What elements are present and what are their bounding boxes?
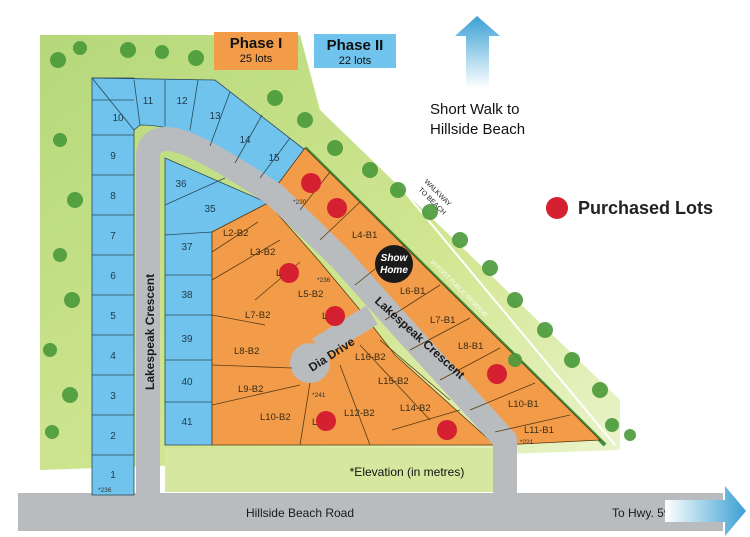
- purchased-marker: [437, 420, 457, 440]
- lot-label: L2-B2: [223, 228, 248, 239]
- legend-marker-icon: [546, 197, 568, 219]
- lot-label: L8-B1: [458, 341, 483, 352]
- hillside-beach-road: [18, 493, 723, 531]
- phase1-title: Phase I: [229, 35, 283, 52]
- purchased-lot-letters: L L L: [276, 268, 327, 428]
- lot-label: 39: [181, 334, 193, 345]
- lot-label: L16-B2: [355, 352, 386, 363]
- lot-label: L4-B1: [352, 230, 377, 241]
- purchased-markers: [279, 173, 507, 440]
- lot-label: L7-B2: [245, 310, 270, 321]
- lot-label: L3-B2: [250, 247, 275, 258]
- legend-label: Purchased Lots: [578, 197, 714, 218]
- lot-lines: [92, 79, 291, 456]
- lot-label: 37: [181, 242, 193, 253]
- lot-label: L12-B2: [344, 408, 375, 419]
- lot-label: 41: [181, 417, 193, 428]
- phase2-west-block: [91, 77, 135, 496]
- legend: Purchased Lots: [546, 196, 713, 220]
- phase1-lots: 25 lots: [239, 53, 273, 65]
- walkway-line: [359, 77, 661, 371]
- elevation-labels: *236 *230 *236 *241 *221: [98, 199, 534, 494]
- lot-label: 38: [181, 290, 193, 301]
- lot-label: 40: [181, 377, 193, 388]
- purchased-marker: [316, 411, 336, 431]
- phase2-box: Phase II 22 lots: [312, 32, 398, 70]
- lot-label: L: [312, 417, 317, 428]
- phase2-title: Phase II: [326, 37, 384, 54]
- dia-drive-cul-de-sac: [290, 343, 330, 383]
- lot-label: 36: [175, 179, 187, 190]
- show-home-line1: Show: [381, 253, 409, 264]
- purchased-marker: [279, 263, 299, 283]
- beach-direction-line2: Hillside Beach: [430, 121, 526, 138]
- reserve-line: [319, 89, 616, 446]
- elevation-label: *236: [98, 487, 112, 494]
- elevation-label: *241: [312, 392, 326, 399]
- lot-label: 1: [110, 470, 116, 481]
- purchased-marker: [487, 364, 507, 384]
- lot-label: 3: [110, 391, 116, 402]
- lot-label: L: [322, 311, 327, 322]
- beach-direction-line1: Short Walk to: [430, 101, 520, 118]
- elevation-label: *230: [293, 199, 307, 206]
- beach-direction-note: Short Walk to Hillside Beach: [430, 100, 525, 140]
- lot-label: 8: [110, 191, 116, 202]
- lot-label: L10-B1: [508, 399, 539, 410]
- lot-label: 12: [176, 96, 188, 107]
- lot-label: 7: [110, 231, 116, 242]
- lot-label: L10-B2: [260, 412, 291, 423]
- lot-label: L6-B1: [400, 286, 425, 297]
- lot-label: L8-B2: [234, 346, 259, 357]
- phase1-box: Phase I 25 lots: [214, 32, 298, 70]
- lot-label: 6: [110, 271, 116, 282]
- purchased-marker: [325, 306, 345, 326]
- lot-label: L14-B2: [400, 403, 431, 414]
- lot-label: 13: [209, 111, 221, 122]
- lot-label: 14: [239, 135, 251, 146]
- road-label-highway: To Hwy. 59: [612, 506, 671, 520]
- lot-label: L7-B1: [430, 315, 455, 326]
- elevation-note: *Elevation (in metres): [350, 465, 465, 479]
- lot-label: 35: [204, 204, 216, 215]
- road-label-hillside: Hillside Beach Road: [246, 506, 354, 520]
- trees: [43, 41, 636, 441]
- lot-label: 10: [112, 113, 124, 124]
- purchased-marker: [301, 173, 321, 193]
- lot-label: 5: [110, 311, 116, 322]
- purchased-marker: [327, 198, 347, 218]
- east-arrow-icon: [665, 486, 746, 536]
- lot-label: 15: [268, 153, 280, 164]
- elevation-label: *236: [317, 277, 331, 284]
- lot-label: 2: [110, 431, 116, 442]
- lakespeak-crescent-road: [136, 127, 517, 495]
- lot-label: L5-B2: [298, 289, 323, 300]
- dia-drive-road: [312, 305, 378, 358]
- show-home-marker: Show Home: [375, 245, 413, 283]
- elevation-label: *221: [520, 439, 534, 446]
- lot-label: 11: [143, 96, 154, 107]
- show-home-line2: Home: [380, 265, 408, 276]
- phase1-lot-labels: L2-B2 L3-B2 L4-B1 L5-B2 L6-B1 L7-B1 L7-B…: [223, 228, 554, 436]
- phase2-lots: 22 lots: [338, 55, 372, 67]
- lot-label: L9-B2: [238, 384, 263, 395]
- phase2-lot-labels: 1 2 3 4 5 6 7 8 9 10 11 12 13 14 15 35 3…: [110, 96, 280, 481]
- street-label-lakespeak-west: Lakespeak Crescent: [143, 274, 157, 390]
- north-arrow-icon: [455, 16, 500, 88]
- open-space: [165, 448, 495, 492]
- lot-label: 4: [110, 351, 116, 362]
- lot-label: L11-B1: [524, 425, 554, 436]
- lot-label: 9: [110, 151, 116, 162]
- lot-label: L: [276, 268, 281, 279]
- lot-label: L15-B2: [378, 376, 409, 387]
